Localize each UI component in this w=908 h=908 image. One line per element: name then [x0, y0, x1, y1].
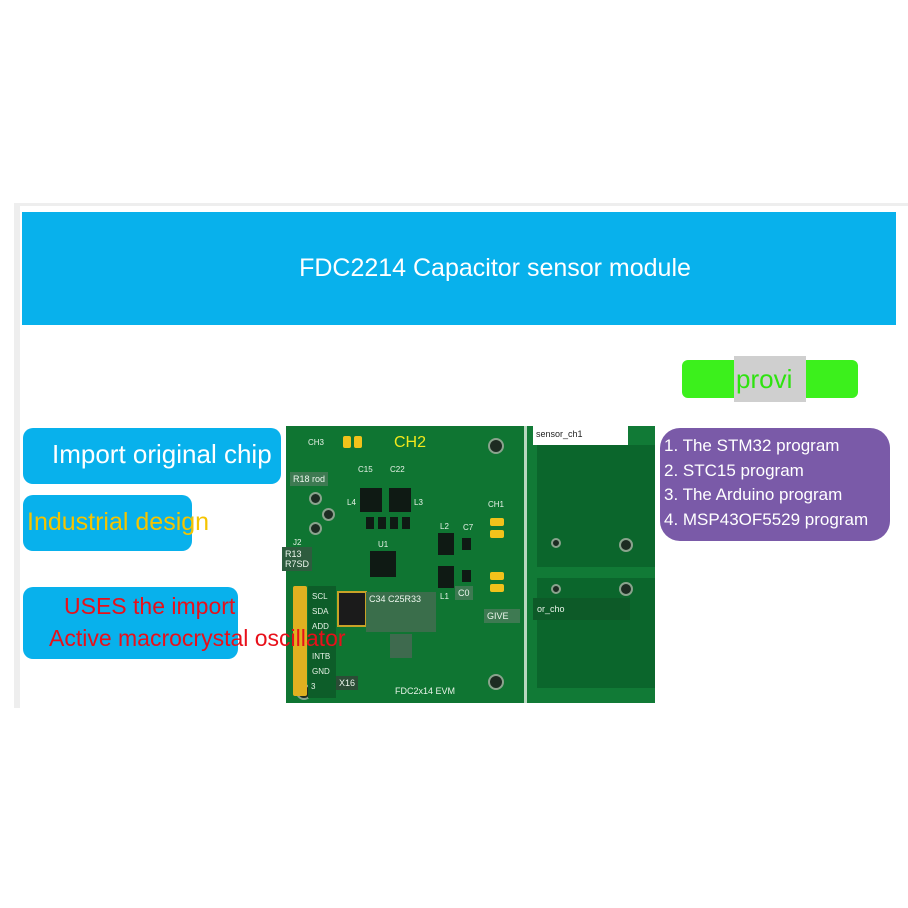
- program-list: 1. The STM32 program 2. STC15 program 3.…: [660, 428, 890, 541]
- evm-label: FDC2x14 EVM: [395, 686, 456, 696]
- inductor-l1: [438, 566, 454, 588]
- ch2-label: CH2: [394, 434, 427, 451]
- list-item: 2. STC15 program: [664, 461, 804, 480]
- feature-pill-chip: [23, 428, 281, 484]
- component-pad: [390, 634, 412, 658]
- l3-label: L3: [414, 498, 423, 507]
- pcb-seam: [524, 426, 527, 703]
- via: [322, 508, 335, 521]
- ch3-header: [354, 436, 362, 448]
- feature-pill-oscillator: [23, 587, 238, 659]
- inductor-l2: [438, 533, 454, 555]
- feature-osc-line1: USES the import: [64, 593, 236, 619]
- x16-label: X16: [336, 676, 359, 690]
- resistor: [390, 517, 398, 529]
- sensor-pad-bottom: [537, 578, 655, 688]
- caps-label: C34 C25R33: [366, 592, 436, 632]
- inductor-l4: [360, 488, 382, 512]
- ch0-header: [490, 584, 504, 592]
- r13-text: R13: [285, 549, 302, 559]
- ch1-header: [490, 530, 504, 538]
- list-item: 1. The STM32 program: [664, 436, 840, 455]
- ch1-label: CH1: [488, 500, 505, 509]
- mount-hole: [488, 438, 504, 454]
- fdc2214-chip: [370, 551, 396, 577]
- sensor-label-box: [533, 425, 628, 445]
- sensor-ch1-label: sensor_ch1: [536, 429, 583, 439]
- or-cho-box: [533, 598, 630, 620]
- pin-label-strip: [308, 586, 336, 698]
- j2-label: J2: [293, 538, 302, 547]
- mount-hole: [488, 674, 504, 690]
- u1-label: U1: [378, 540, 389, 549]
- c7-label: C7: [463, 523, 474, 532]
- mount-hole: [619, 538, 633, 552]
- inductor-l3: [389, 488, 411, 512]
- resistor: [366, 517, 374, 529]
- provide-label: provi: [736, 364, 793, 394]
- pin-sda-label: SDA: [312, 607, 329, 616]
- title-banner: FDC2214 Capacitor sensor module: [22, 212, 896, 325]
- r13-label: R13 R7SD: [282, 547, 313, 571]
- feature-osc-line2: Active macrocrystal oscillator: [49, 625, 346, 651]
- c22-label: C22: [390, 465, 405, 474]
- pin-3-label: 3: [311, 682, 316, 691]
- list-item: 4. MSP43OF5529 program: [664, 510, 869, 529]
- ch3-label: CH3: [308, 438, 325, 447]
- l4-label: L4: [347, 498, 356, 507]
- ch3-header: [343, 436, 351, 448]
- resistor: [402, 517, 410, 529]
- crystal-oscillator: [337, 591, 367, 627]
- feature-chip-text: Import original chip: [52, 439, 272, 469]
- list-item: 3. The Arduino program: [664, 485, 843, 504]
- pin-scl-label: SCL: [312, 592, 328, 601]
- ch0-header: [490, 572, 504, 580]
- or-cho-label: or_cho: [537, 604, 565, 614]
- via: [551, 584, 561, 594]
- page-title: FDC2214 Capacitor sensor module: [299, 254, 691, 282]
- provide-badge: provi: [682, 356, 858, 402]
- via: [551, 538, 561, 548]
- r7sd-text: R7SD: [285, 559, 310, 569]
- c15-label: C15: [358, 465, 373, 474]
- provide-highlight: [734, 356, 806, 402]
- l2-label: L2: [440, 522, 449, 531]
- pin-header: [293, 586, 307, 696]
- l1-label: L1: [440, 592, 449, 601]
- feature-pill-design: [23, 495, 192, 551]
- sensor-pad-top: [537, 445, 655, 567]
- capacitor: [462, 570, 471, 582]
- ch1-header: [490, 518, 504, 526]
- pin-add-label: ADD: [312, 622, 329, 631]
- via: [309, 492, 322, 505]
- via: [309, 522, 322, 535]
- capacitor: [462, 538, 471, 550]
- mount-hole: [619, 582, 633, 596]
- c0-label: C0: [455, 586, 473, 600]
- resistor: [378, 517, 386, 529]
- give-label: GIVE: [484, 609, 520, 623]
- feature-design-text: Industrial design: [27, 508, 210, 536]
- r18-label: R18 rod: [290, 472, 329, 486]
- pin-intb-label: INTB: [312, 652, 331, 661]
- pin-gnd-label: GND: [312, 667, 330, 676]
